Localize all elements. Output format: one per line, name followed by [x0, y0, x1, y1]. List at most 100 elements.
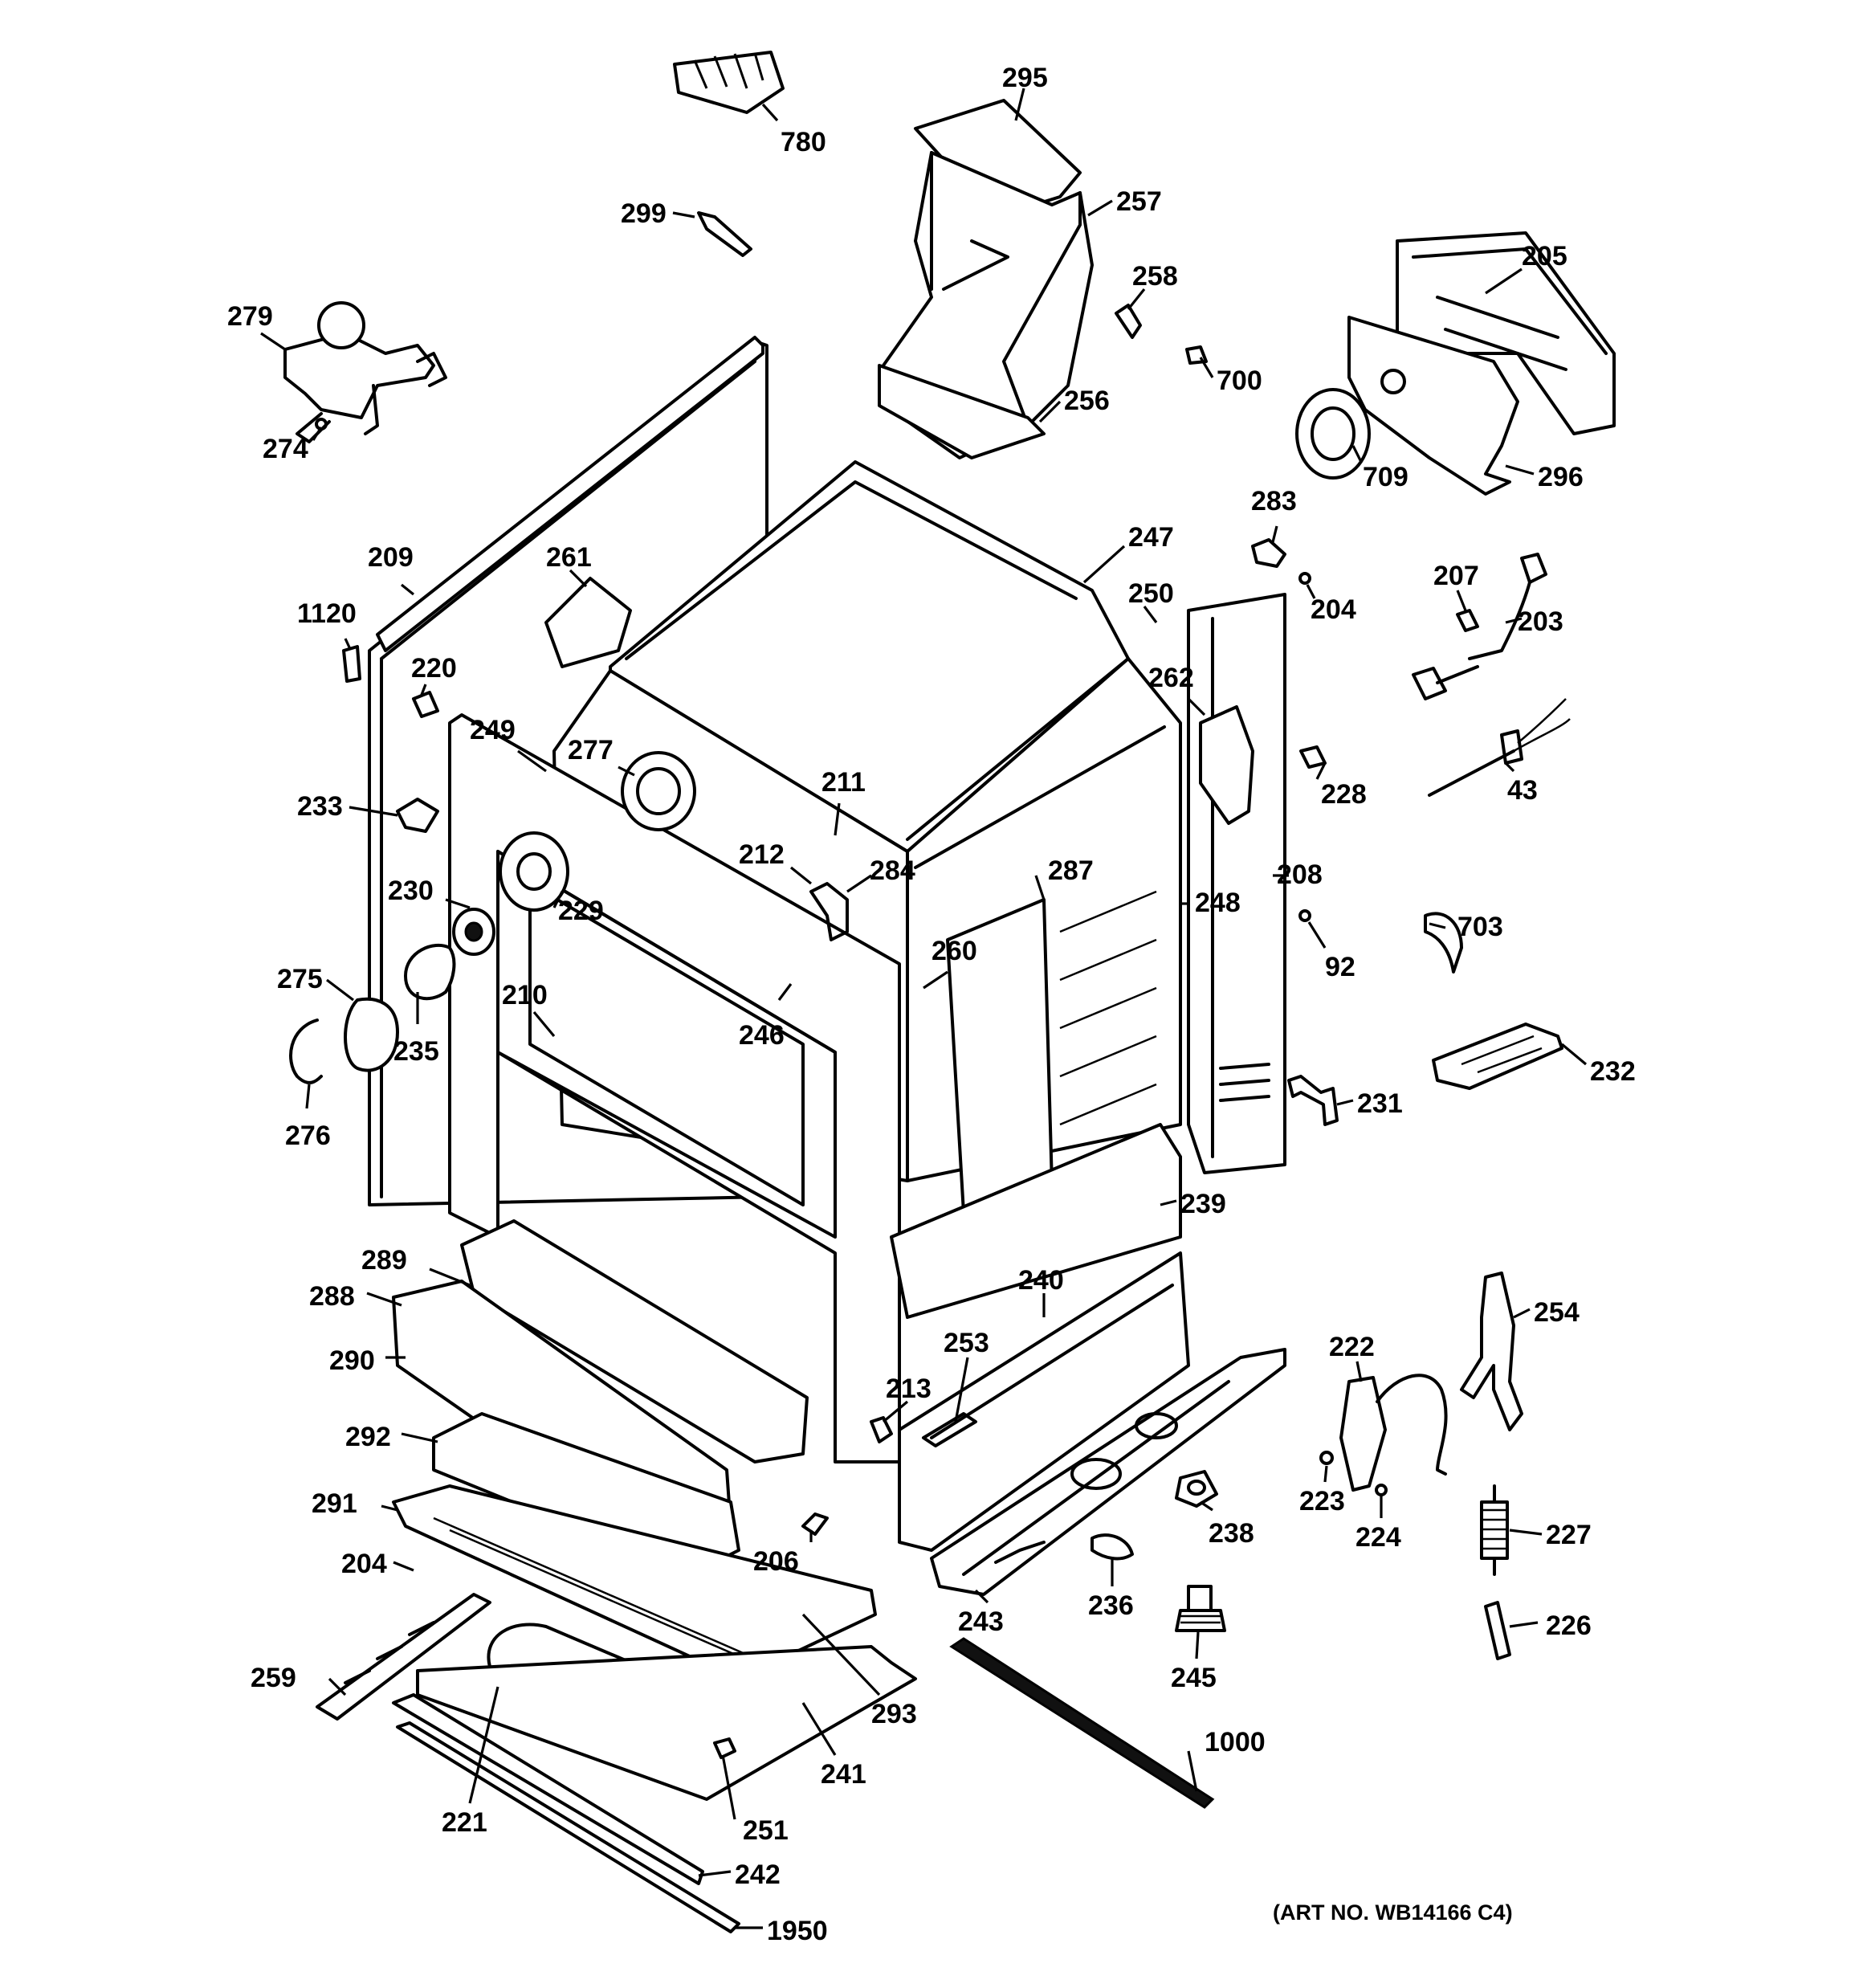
callout: 210 — [502, 980, 548, 1010]
callout: 257 — [1116, 186, 1162, 217]
lens-275 — [344, 997, 399, 1072]
part-drawings — [283, 51, 1616, 1933]
plate-232 — [1432, 1023, 1563, 1090]
burner-243 — [930, 1348, 1286, 1596]
callout: 240 — [1018, 1265, 1064, 1296]
callout: 1120 — [297, 598, 357, 629]
callout: 709 — [1363, 462, 1408, 492]
rear-panel-205 — [1396, 231, 1616, 435]
callout: 703 — [1457, 912, 1503, 942]
callout: 283 — [1251, 486, 1297, 516]
callout: 700 — [1217, 365, 1262, 396]
callout: 276 — [285, 1121, 331, 1151]
screw-206 — [801, 1512, 829, 1536]
callout: 780 — [781, 127, 826, 157]
callout: 203 — [1518, 606, 1563, 637]
callout: 228 — [1321, 779, 1367, 810]
bracket-299 — [697, 211, 752, 257]
bracket-253 — [922, 1412, 977, 1447]
callout: 206 — [753, 1546, 799, 1577]
callout: 287 — [1048, 855, 1094, 886]
callout: 251 — [743, 1815, 789, 1846]
callout-labels: 295 780 299 257 258 700 205 279 274 256 … — [227, 63, 1636, 1946]
screw-92 — [1298, 909, 1311, 922]
shield-703 — [1424, 912, 1463, 974]
callout: 209 — [368, 542, 414, 573]
trim-242 — [392, 1693, 704, 1885]
callout: 246 — [739, 1020, 785, 1051]
clip-700 — [1185, 345, 1208, 365]
callout: 239 — [1180, 1189, 1226, 1219]
clip-276 — [289, 1018, 323, 1084]
callout: 299 — [621, 198, 667, 229]
callout: 274 — [263, 434, 308, 464]
gasket-1000 — [949, 1637, 1215, 1809]
vent-cover-709 — [1295, 388, 1371, 480]
callout: 249 — [470, 715, 516, 745]
callout: 288 — [309, 1281, 355, 1312]
clip-213 — [870, 1416, 893, 1443]
callout: 242 — [735, 1859, 781, 1890]
callout: 290 — [329, 1345, 375, 1376]
clip-251 — [713, 1737, 736, 1759]
flue-duct — [878, 99, 1094, 459]
hinge-226 — [1484, 1601, 1511, 1660]
clip-1120 — [342, 645, 361, 683]
callout: 211 — [821, 767, 866, 798]
callout: 233 — [297, 791, 343, 822]
connector-207 — [1456, 609, 1479, 632]
socket-233 — [396, 798, 439, 833]
callout: 261 — [546, 542, 592, 573]
leader-lines — [260, 88, 1588, 1929]
bracket-254 — [1460, 1272, 1523, 1431]
igniter-222 — [1339, 1374, 1448, 1492]
connector-228 — [1299, 745, 1327, 769]
oven-body — [392, 460, 1286, 1680]
bracket-231 — [1287, 1075, 1339, 1126]
callout: 260 — [932, 936, 977, 966]
callout: 245 — [1171, 1663, 1217, 1693]
grommet-220 — [412, 691, 439, 718]
callout: 235 — [393, 1036, 439, 1067]
valve-245 — [1175, 1585, 1226, 1632]
callout: 292 — [345, 1422, 391, 1452]
callout: 277 — [568, 735, 614, 765]
callout: 213 — [886, 1374, 932, 1404]
callout: 208 — [1277, 859, 1323, 890]
bulb-235 — [404, 943, 456, 1001]
callout: 222 — [1329, 1332, 1375, 1362]
callout: 250 — [1128, 578, 1174, 609]
wire-harness-203 — [1412, 553, 1547, 700]
callout: 279 — [227, 301, 273, 332]
callout: 248 — [1195, 888, 1241, 918]
callout: 291 — [312, 1488, 357, 1519]
callout: 43 — [1507, 775, 1538, 806]
valve-279 — [283, 301, 447, 443]
rail-259 — [316, 1593, 491, 1721]
callout: 295 — [1002, 63, 1048, 93]
callout: 243 — [958, 1606, 1004, 1637]
callout: 226 — [1546, 1610, 1592, 1641]
callout: 254 — [1534, 1297, 1580, 1328]
callout: 256 — [1064, 386, 1110, 416]
callout: 220 — [411, 653, 457, 684]
callout: 224 — [1355, 1522, 1401, 1553]
callout: 258 — [1132, 261, 1178, 292]
sensor-43 — [1428, 698, 1571, 797]
callout: 230 — [388, 876, 434, 906]
screw-223 — [1319, 1451, 1334, 1465]
callout: 247 — [1128, 522, 1174, 553]
screw-204-top — [1298, 572, 1311, 585]
spring-227 — [1480, 1484, 1509, 1576]
callout: 296 — [1538, 462, 1584, 492]
callout: 284 — [870, 855, 915, 886]
light-housing-229 — [499, 831, 569, 912]
art-number: (ART NO. WB14166 C4) — [1273, 1900, 1513, 1925]
callout: 231 — [1357, 1088, 1403, 1119]
callout: 204 — [1311, 594, 1356, 625]
callout: 262 — [1148, 663, 1194, 693]
callout: 289 — [361, 1245, 407, 1276]
callout: 238 — [1209, 1518, 1254, 1549]
callout: 1950 — [767, 1916, 828, 1946]
